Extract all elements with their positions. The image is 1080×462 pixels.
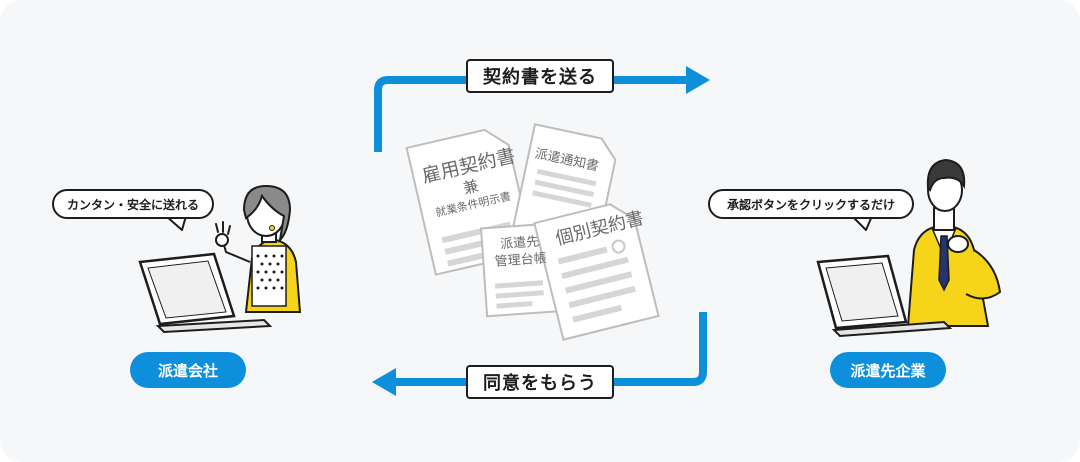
consent-arrow bbox=[372, 312, 707, 396]
send-contract-label: 契約書を送る bbox=[466, 59, 614, 93]
client-company-badge: 派遣先企業 bbox=[830, 352, 946, 388]
send-arrow bbox=[374, 66, 710, 152]
doc-title-ledger-line1: 派遣先 bbox=[500, 235, 540, 253]
dispatch-staff-illustration bbox=[138, 184, 302, 334]
doc-subtitle-and: 兼 bbox=[462, 177, 481, 198]
document-individual-contract bbox=[533, 203, 660, 341]
dispatch-speech-bubble: カンタン・安全に送れる bbox=[52, 189, 214, 219]
dispatch-company-badge: 派遣会社 bbox=[130, 352, 246, 388]
left-bubble-tail bbox=[165, 215, 187, 231]
consent-label: 同意をもらう bbox=[466, 365, 614, 399]
right-bubble-tail bbox=[851, 215, 873, 231]
doc-title-ledger-line2: 管理台帳 bbox=[494, 251, 547, 270]
client-speech-bubble: 承認ボタンをクリックするだけ bbox=[708, 189, 914, 219]
client-staff-illustration bbox=[816, 158, 1002, 338]
